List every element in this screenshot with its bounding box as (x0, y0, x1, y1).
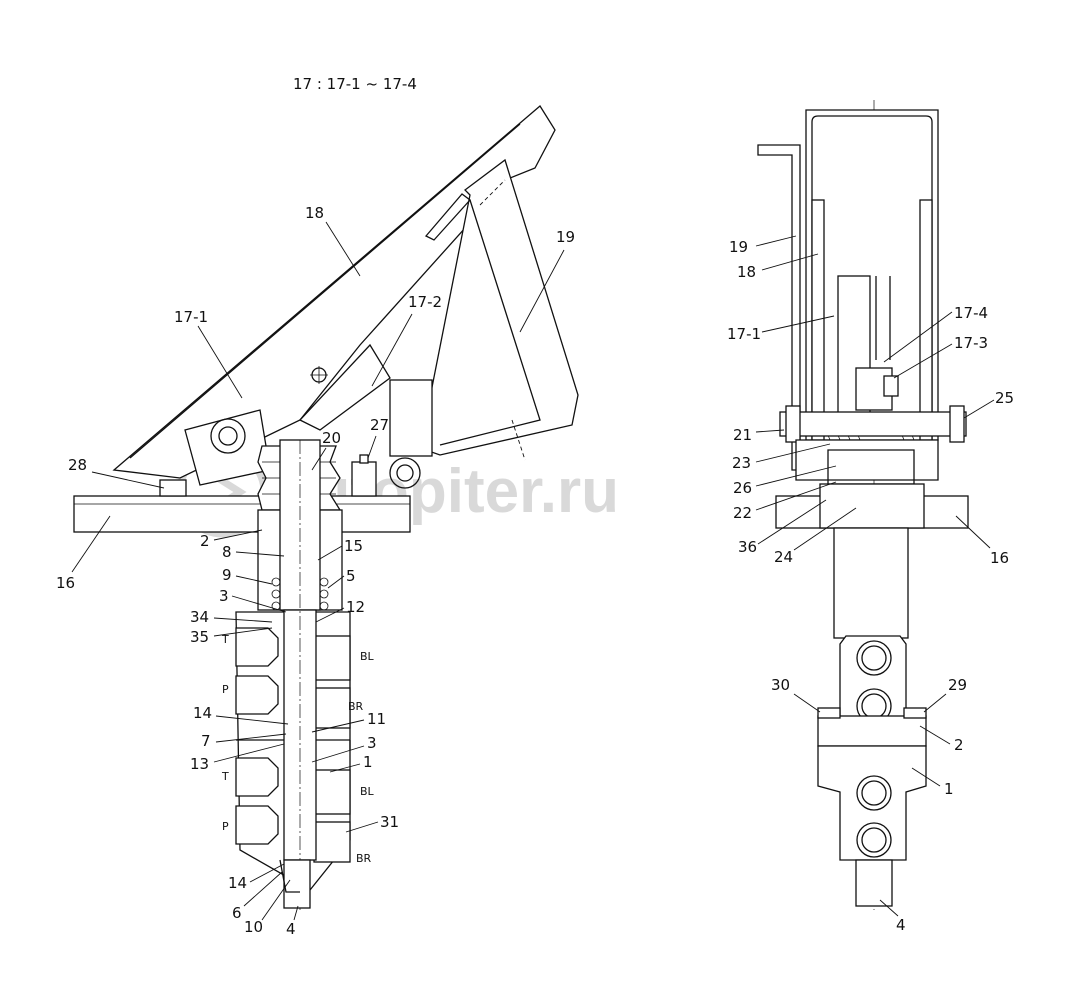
label-20: 20 (322, 429, 341, 447)
label-25: 25 (995, 389, 1014, 407)
label-34: 34 (190, 608, 209, 626)
label-23: 23 (732, 454, 751, 472)
label-31: 31 (380, 813, 399, 831)
label-4-left: 4 (286, 920, 296, 938)
label-35: 35 (190, 628, 209, 646)
label-2-left: 2 (200, 532, 210, 550)
label-17-1: 17-1 (174, 308, 208, 326)
label-11: 11 (367, 710, 386, 728)
port-t-upper: T (221, 633, 229, 646)
port-br-upper: BR (348, 700, 364, 713)
label-10: 10 (244, 918, 263, 936)
label-18-right: 18 (737, 263, 756, 281)
right-view-labels: 19 18 17-1 17-4 17-3 25 21 23 26 22 36 2… (727, 235, 1014, 934)
label-27: 27 (370, 416, 389, 434)
label-2-right: 2 (954, 736, 964, 754)
label-16-right: 16 (990, 549, 1009, 567)
label-15: 15 (344, 537, 363, 555)
label-5: 5 (346, 567, 356, 585)
label-28: 28 (68, 456, 87, 474)
label-24: 24 (774, 548, 793, 566)
label-17-1-right: 17-1 (727, 325, 761, 343)
label-21: 21 (733, 426, 752, 444)
label-6: 6 (232, 904, 242, 922)
label-16-left: 16 (56, 574, 75, 592)
label-22: 22 (733, 504, 752, 522)
label-17-2: 17-2 (408, 293, 442, 311)
port-bl-lower: BL (360, 785, 375, 798)
port-p-lower: P (222, 820, 229, 833)
label-14-upper: 14 (193, 704, 212, 722)
label-14-lower: 14 (228, 874, 247, 892)
left-view-labels: 18 19 17-1 17-2 20 27 28 16 2 8 15 9 5 3… (56, 204, 575, 938)
port-p-upper: P (222, 683, 229, 696)
label-36: 36 (738, 538, 757, 556)
label-8: 8 (222, 543, 232, 561)
right-view-drawing (757, 100, 969, 910)
label-4-right: 4 (896, 916, 906, 934)
label-17-4: 17-4 (954, 304, 988, 322)
label-29: 29 (948, 676, 967, 694)
label-12: 12 (346, 598, 365, 616)
label-17-3: 17-3 (954, 334, 988, 352)
left-view-drawing (73, 105, 579, 910)
label-1-left: 1 (363, 753, 373, 771)
header-note: 17 : 17-1 ~ 17-4 (293, 75, 417, 93)
label-3-lower: 3 (367, 734, 377, 752)
label-19-right: 19 (729, 238, 748, 256)
label-13: 13 (190, 755, 209, 773)
label-9: 9 (222, 566, 232, 584)
label-18: 18 (305, 204, 324, 222)
port-bl-upper: BL (360, 650, 375, 663)
label-19: 19 (556, 228, 575, 246)
label-1-right: 1 (944, 780, 954, 798)
port-t-lower: T (221, 770, 229, 783)
label-3-upper: 3 (219, 587, 229, 605)
port-br-lower: BR (356, 852, 372, 865)
label-7: 7 (201, 732, 211, 750)
label-30: 30 (771, 676, 790, 694)
label-26: 26 (733, 479, 752, 497)
